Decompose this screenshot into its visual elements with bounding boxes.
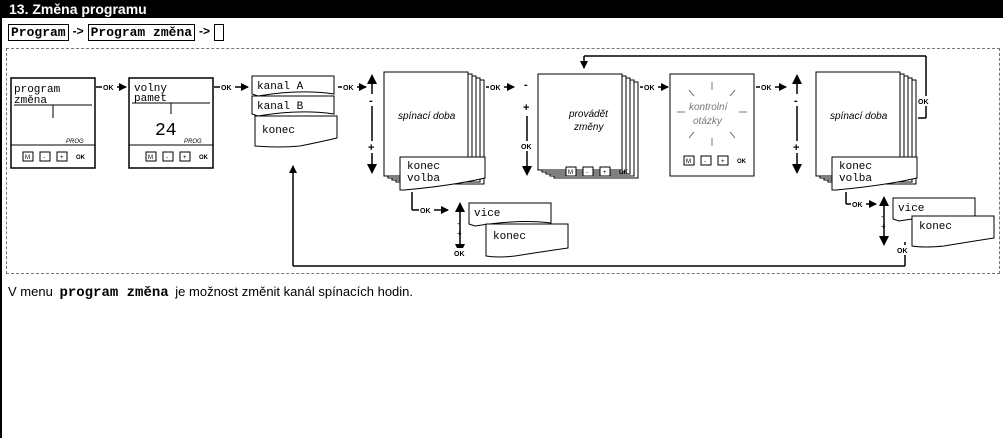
menu-item-konec: konec: [919, 221, 952, 233]
prog-label: PROG: [66, 139, 84, 145]
end-label: konec: [839, 161, 872, 173]
breadcrumb-arrow: ->: [199, 24, 211, 38]
card-label: provádět: [568, 109, 609, 120]
plus-label: +: [523, 102, 529, 114]
breadcrumb-current: [214, 24, 225, 41]
key-m: M: [148, 155, 153, 161]
section-title: 13. Změna programu: [9, 1, 147, 17]
key-plus: +: [603, 170, 607, 176]
ok-label: OK: [221, 85, 232, 92]
prog-label: PROG: [184, 139, 202, 145]
key-row: M - + OK: [145, 151, 209, 162]
key-ok: OK: [737, 159, 747, 165]
channel-item: konec: [262, 125, 295, 137]
ok-label: OK: [490, 85, 501, 92]
ok-label: OK: [918, 99, 929, 106]
key-row: M - + OK: [565, 166, 629, 177]
device-screen-volny-pamet: volny pamet 24 PROG M - + OK: [128, 77, 214, 169]
ok-label: OK: [420, 208, 431, 215]
end-label: konec: [407, 161, 440, 173]
return-arrow: [289, 165, 905, 267]
screen-line: pamet: [134, 93, 167, 105]
submenu-vice-konec-2: OK - + vice konec OK: [845, 192, 995, 266]
ok-label: OK: [521, 144, 532, 151]
menu-item-vice: vice: [474, 208, 500, 220]
free-memory-value: 24: [155, 121, 177, 141]
plus-label: +: [881, 222, 886, 231]
card-label: spínací doba: [830, 111, 888, 122]
ok-label: OK: [103, 85, 114, 92]
key-m: M: [568, 170, 573, 176]
breadcrumb-arrow: ->: [72, 24, 84, 38]
minus-label: -: [794, 95, 798, 107]
menu-item-vice: vice: [898, 203, 924, 215]
minus-label: -: [369, 95, 373, 107]
minus-plus-control: - +: [792, 74, 802, 174]
key-row: M - + OK: [683, 155, 747, 166]
key-ok: OK: [76, 155, 86, 161]
ok-label: OK: [343, 85, 354, 92]
screen-line: změna: [14, 95, 47, 107]
description-text: V menu program změna je možnost změnit k…: [8, 284, 413, 301]
card-stack-spinaci-doba: spínací doba konec volba: [383, 71, 486, 191]
key-m: M: [686, 159, 691, 165]
card-label: změny: [573, 122, 604, 133]
description-term: program změna: [59, 285, 169, 301]
select-label: volba: [839, 173, 872, 185]
minus-plus-control: - +: [367, 74, 377, 174]
card-kontrolni-otazky: kontrolní otázky M - + OK: [669, 73, 755, 177]
card-label: kontrolní: [689, 102, 729, 113]
key-plus: +: [183, 155, 187, 161]
submenu-vice-konec-1: OK - + OK vice konec: [411, 192, 569, 258]
menu-item-konec: konec: [493, 231, 526, 243]
flow-diagram-frame: [6, 48, 1000, 274]
key-row: M - + OK: [22, 151, 86, 162]
channel-item: kanal A: [257, 81, 304, 93]
key-m: M: [25, 155, 30, 161]
minus-plus-ok-control: - + OK: [520, 79, 535, 176]
channel-list: kanal A kanal B konec: [251, 75, 338, 148]
ok-label: OK: [897, 248, 908, 255]
breadcrumb: Program->Program změna->: [8, 24, 225, 42]
key-minus: -: [43, 155, 45, 161]
plus-label: +: [457, 229, 462, 238]
card-label: spínací doba: [398, 111, 456, 122]
key-minus: -: [704, 159, 706, 165]
key-ok: OK: [199, 155, 209, 161]
loop-back-arrow: OK: [580, 55, 932, 119]
minus-label: -: [881, 212, 884, 221]
breadcrumb-program: Program: [8, 24, 69, 41]
card-label: otázky: [693, 116, 723, 127]
channel-item: kanal B: [257, 101, 304, 113]
minus-label: -: [524, 79, 528, 91]
description-after: je možnost změnit kanál spínacích hodin.: [175, 284, 414, 299]
plus-label: +: [368, 142, 374, 154]
select-label: volba: [407, 173, 440, 185]
card-stack-spinaci-doba-2: spínací doba konec volba: [815, 71, 918, 191]
screen-line: program: [14, 84, 61, 96]
key-minus: -: [586, 170, 588, 176]
section-title-bar: 13. Změna programu: [2, 0, 1003, 18]
key-plus: +: [60, 155, 64, 161]
ok-label: OK: [454, 251, 465, 258]
minus-label: -: [457, 219, 460, 228]
key-minus: -: [166, 155, 168, 161]
ok-label: OK: [644, 85, 655, 92]
device-screen-program-zmena: program změna PROG M - + OK: [10, 77, 96, 169]
breadcrumb-program-zmena: Program změna: [87, 24, 196, 41]
ok-label: OK: [852, 202, 863, 209]
screen-line: volny: [134, 83, 167, 95]
left-margin-rule: [0, 0, 2, 438]
key-plus: +: [721, 159, 725, 165]
key-ok: OK: [619, 170, 629, 176]
plus-label: +: [793, 142, 799, 154]
ok-label: OK: [761, 85, 772, 92]
description-before: V menu: [8, 284, 53, 299]
card-stack-provadet-zmeny: provádět změny M - + OK: [537, 73, 639, 179]
